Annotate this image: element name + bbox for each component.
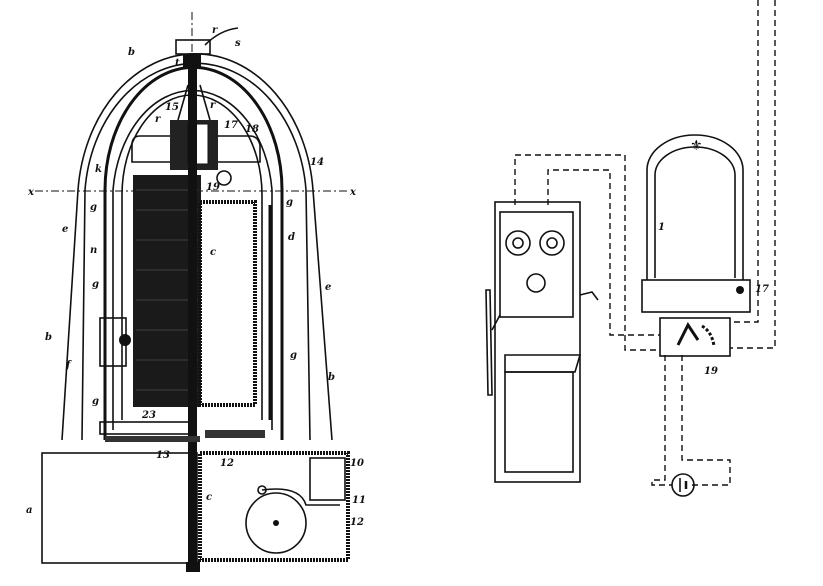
label-17: 17 [224,120,238,131]
label-1: 1 [658,222,665,233]
wheel-hub [273,520,279,526]
telephone-upper-panel [499,211,574,318]
label-g1: g [90,202,97,213]
shaft-foot [186,562,200,572]
clock-box [198,451,350,562]
label-13: 13 [156,450,170,461]
label-s: s [235,38,241,49]
switch-arm-icon [676,322,700,346]
label-15: 15 [165,102,179,113]
label-e2: e [325,282,331,293]
spring-pivot [257,485,267,495]
bell-right [539,230,565,256]
bell-right-inner [546,237,558,249]
wire-r [204,27,239,46]
label-23: 23 [141,410,156,421]
telephone-circuit: ⚜ 19 1 17 [485,0,776,497]
recorder-cross-section: x x b r s t 15 r r 17 18 k 19 14 g g e n… [26,12,366,572]
base-a [41,452,198,564]
frame-g [198,200,257,407]
label-c2: c [206,492,212,503]
telephone-lower-panel [504,371,574,473]
label-g3: g [92,279,99,290]
clock-spring-11 [261,488,340,506]
label-g2: g [286,197,293,208]
switch-arc-icon [701,324,716,347]
bell-left-inner [512,237,524,249]
label-r-mid: r [210,100,216,111]
battery-symbol [671,473,695,497]
shaft-c [188,60,197,565]
block-10 [309,457,346,501]
gear-13 [105,436,200,442]
wire-2 [547,169,660,336]
battery-wire-left [651,355,672,486]
label-b-right: b [328,372,335,383]
ink-reservoir [131,135,261,163]
label-10: 10 [350,458,364,469]
label-b-top: b [128,47,135,58]
roller-16 [216,170,232,186]
label-d: d [288,232,295,243]
suspension-r-right [199,84,211,121]
clamp-knob [119,334,131,346]
clock-wheel [245,492,307,554]
transmitter-mouthpiece [526,273,546,293]
label-r-top: r [212,25,218,36]
wire-1 [514,154,660,351]
label-12: 12 [220,458,234,469]
label-x-left: x [27,187,35,198]
label-11: 11 [352,495,366,506]
label-18: 18 [245,124,259,135]
label-19: 19 [206,182,220,193]
label-x-right: x [349,187,357,198]
telephone-box [494,201,581,483]
label-g4: g [290,350,297,361]
label-14: 14 [310,157,324,168]
suspension-r-left [177,84,189,121]
label-b-left: b [45,332,52,343]
label-e1: e [62,224,68,235]
label-19-right: 19 [704,366,718,377]
label-12b: 12 [350,517,364,528]
gear-12 [205,430,265,438]
recorder-knob [736,286,744,294]
receiver-cord [491,314,501,331]
fleur-ornament-icon: ⚜ [690,138,703,154]
recorder-base [641,279,751,313]
label-k: k [95,164,102,175]
recorder-dome [646,134,744,280]
battery-wire-right [681,355,731,486]
drum-hatching [136,189,198,391]
crank-handle [579,291,599,301]
recorder-dome-inner [654,146,736,278]
label-g5: g [92,396,99,407]
box-19 [659,317,731,357]
top-fitting [175,39,211,55]
label-17-right: 17 [755,284,769,295]
label-n: n [90,245,97,256]
wire-4 [730,0,776,349]
receiver [485,289,493,396]
label-f: f [65,360,72,371]
label-c1: c [210,247,216,258]
desk-shelf [504,354,582,373]
bottom-plate-23 [99,421,191,435]
label-t: t [175,58,180,69]
wire-3 [730,0,759,323]
bell-left [505,230,531,256]
label-r-cup: r [155,114,161,125]
label-a: a [26,505,32,516]
